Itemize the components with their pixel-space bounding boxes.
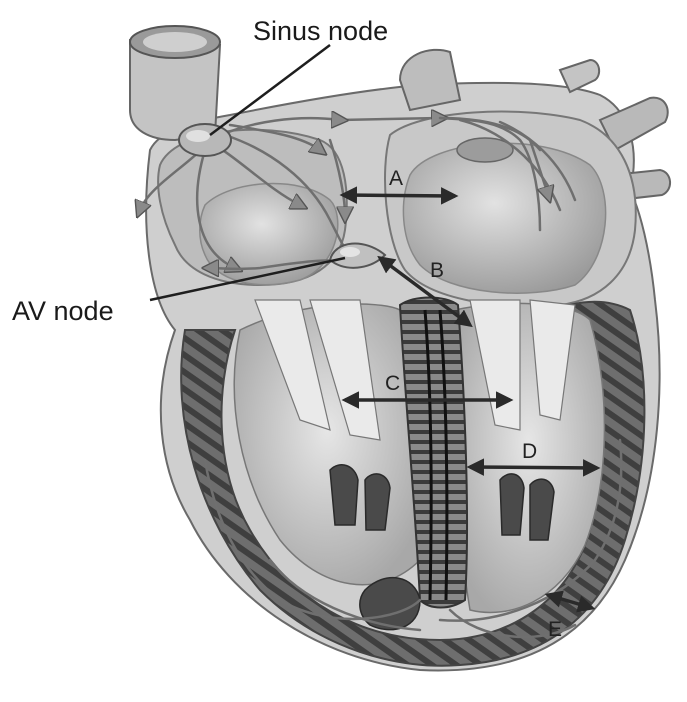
- superior-vena-cava: [130, 26, 220, 140]
- marker-c: C: [385, 372, 400, 395]
- marker-d: D: [522, 440, 537, 463]
- marker-e: E: [548, 618, 562, 641]
- left-atrium: [385, 112, 636, 307]
- marker-b: B: [430, 259, 444, 282]
- arrow-a: [343, 195, 455, 196]
- sinus-node: [179, 124, 231, 156]
- av-node-label: AV node: [12, 296, 114, 326]
- marker-a: A: [389, 167, 403, 190]
- arrow-d: [470, 467, 597, 468]
- sinus-node-label: Sinus node: [253, 16, 388, 46]
